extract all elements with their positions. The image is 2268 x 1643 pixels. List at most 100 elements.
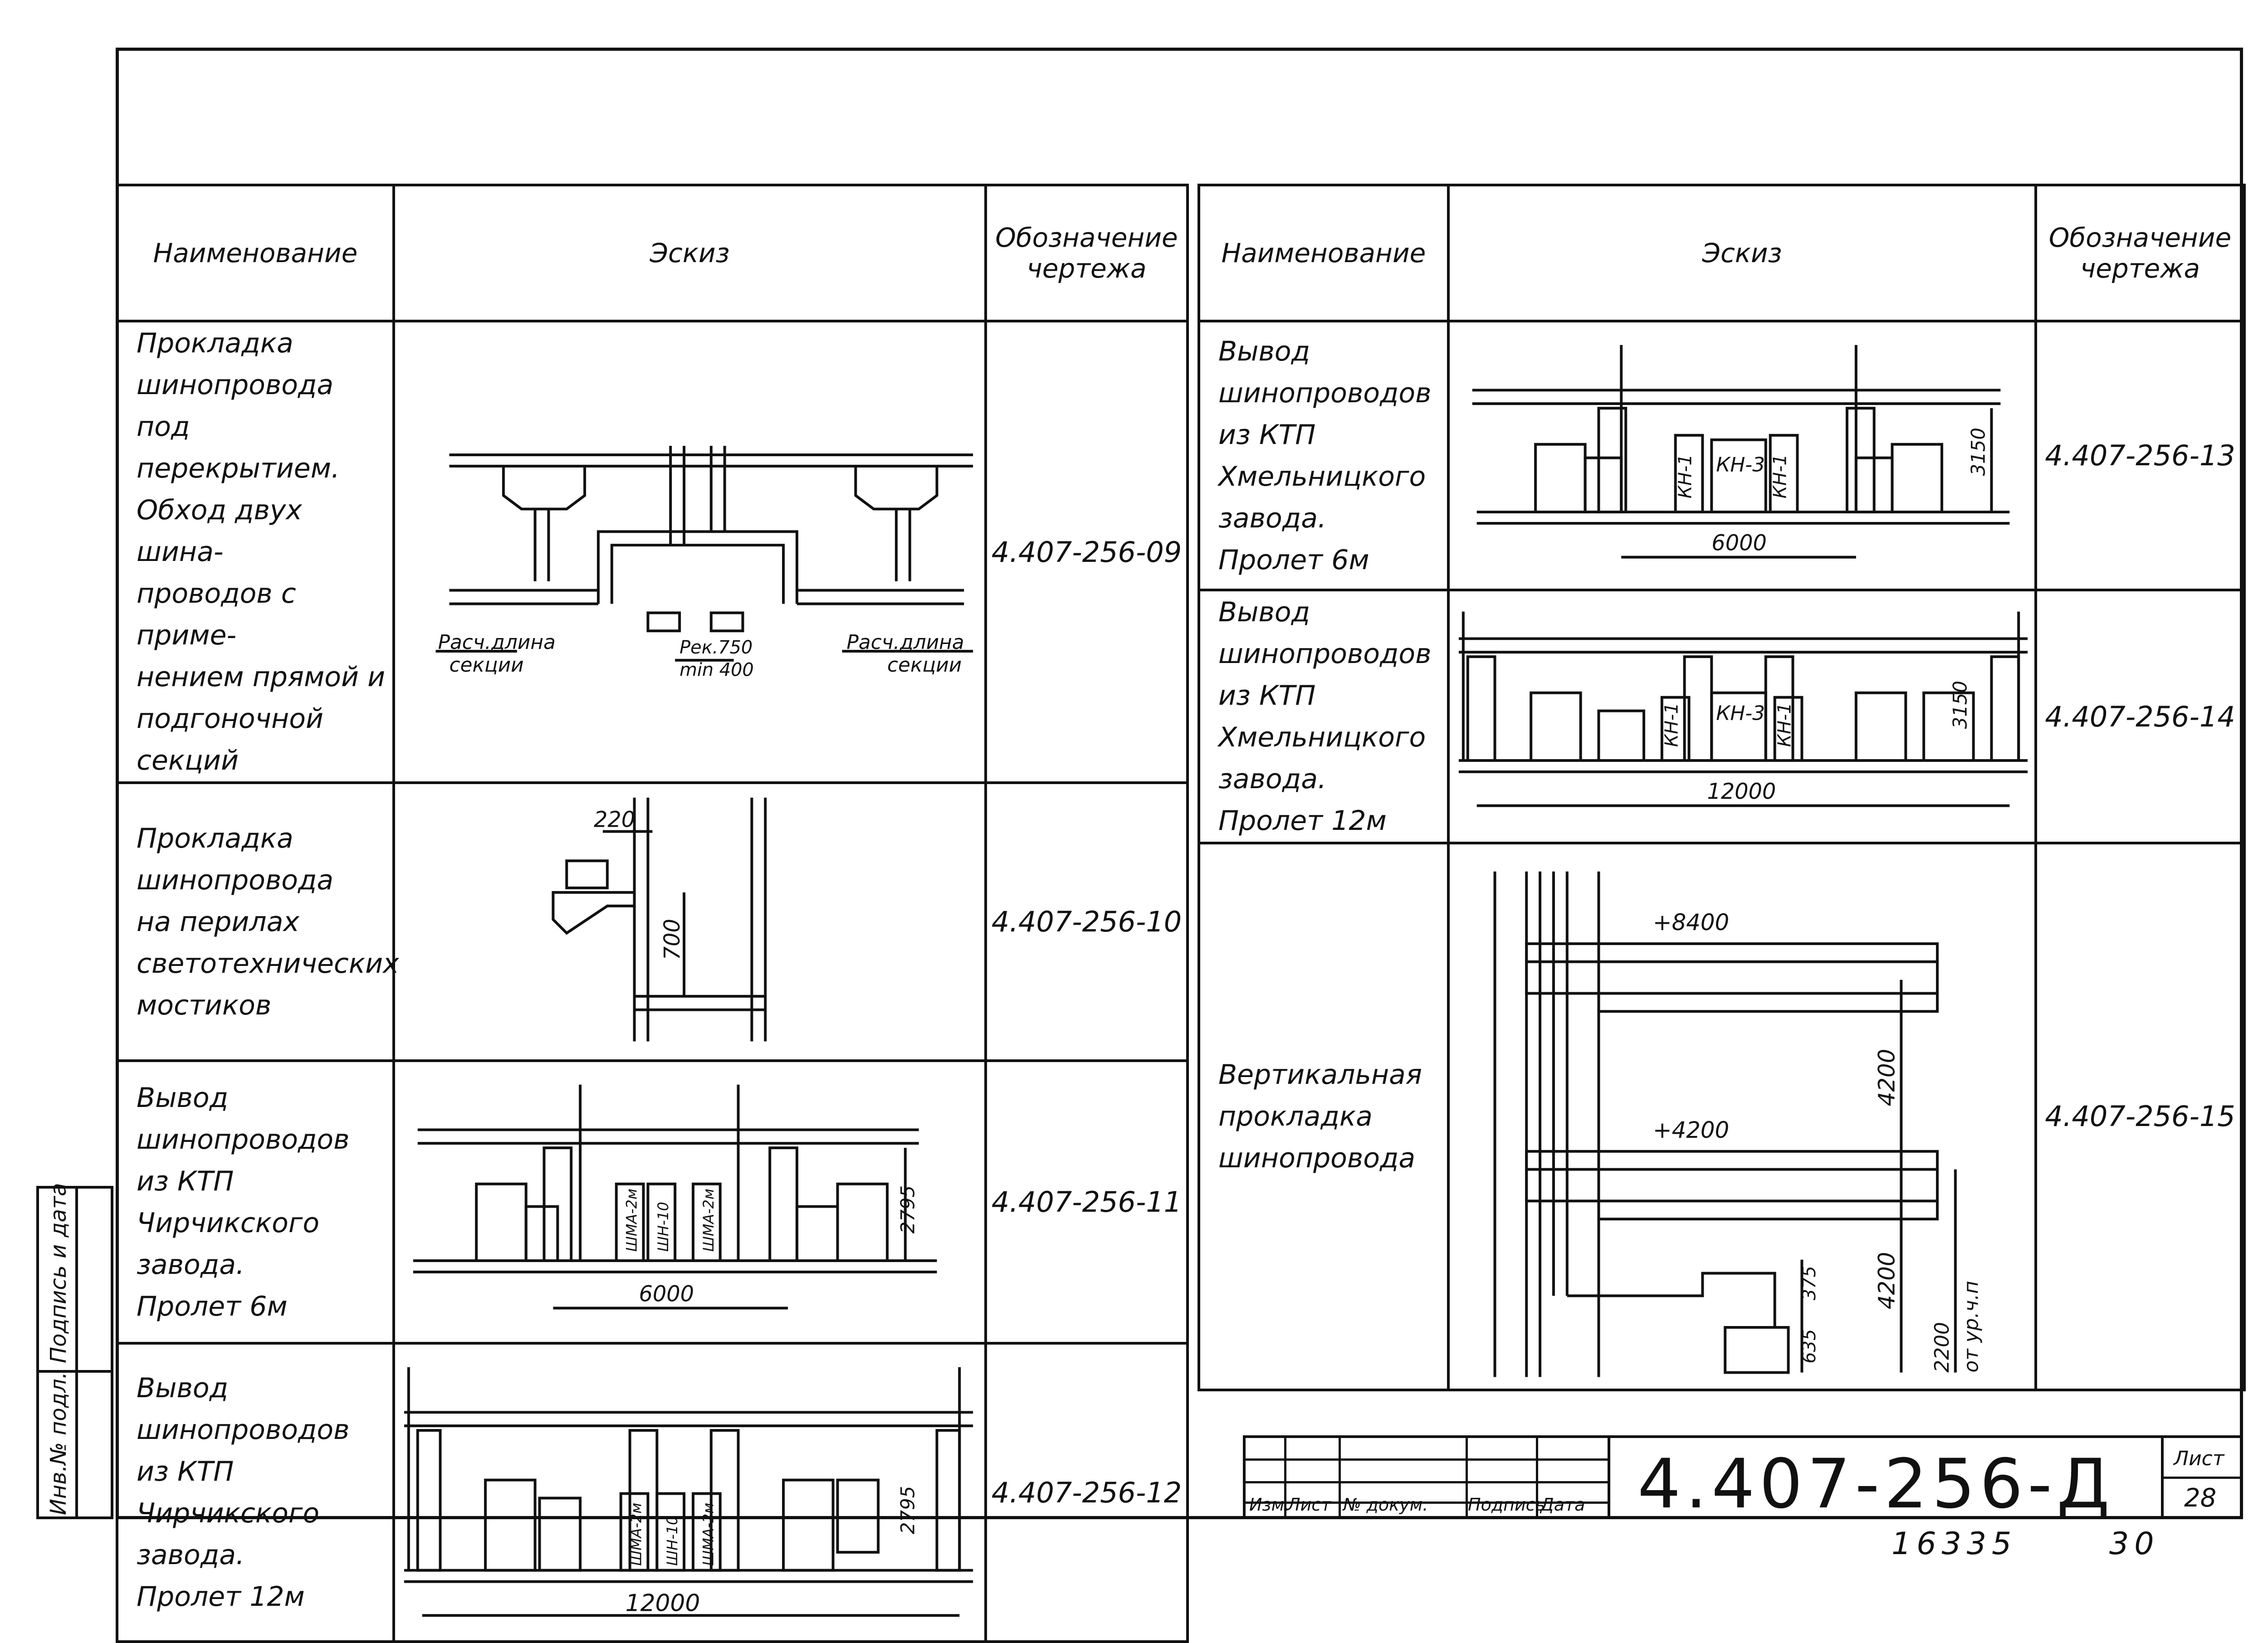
sketch-label: +4200 <box>1653 1117 1729 1143</box>
side-stamp-hline <box>39 1370 111 1373</box>
sketch-label: ШН-10 <box>664 1516 681 1566</box>
sketch-label: Рек.750 <box>679 637 753 658</box>
drawing-code: 4.407-256-11 <box>984 1059 1189 1345</box>
sketch-label: 6000 <box>1711 531 1767 556</box>
sheet-number: 28 <box>2184 1483 2217 1513</box>
drawing-code: 4.407-256-15 <box>2034 842 2246 1391</box>
sketch-label: ШМА-2м <box>627 1503 645 1566</box>
title-block: Изм. Лист № докум. Подпись Дата 4.407-25… <box>1243 1435 2243 1524</box>
sketch-label: секции <box>887 653 962 677</box>
sketch-bus-under-ceiling: Расч.длина секции Рек.750 min 400 Расч.д… <box>392 320 987 784</box>
sketch-label: 6000 <box>639 1282 694 1307</box>
header-name: Наименование <box>1198 184 1450 322</box>
sketch-label: 12000 <box>1707 780 1776 804</box>
sketch-label: 3150 <box>1967 428 1989 476</box>
sketch-ktp-chirchik-6m-drawing: 6000 2795 ШМА-2м ШН-10 ШМА-2м <box>413 1084 937 1310</box>
grid-line <box>1246 1481 1608 1483</box>
sketch-label: от ур.ч.п <box>1960 1281 1983 1373</box>
sketch-vertical-laying-drawing: +8400 +4200 4200 4200 375 635 2200 от ур… <box>1493 871 1983 1377</box>
sketch-label: 4200 <box>1873 1252 1900 1310</box>
sketch-label: КН-3 <box>1716 453 1765 476</box>
sketch-label: 4200 <box>1873 1049 1900 1107</box>
drawing-code: 4.407-256-14 <box>2034 589 2246 845</box>
sketch-label: 3150 <box>1949 681 1971 729</box>
sketch-label: Расч.длина <box>846 631 964 654</box>
grid-line <box>1284 1438 1286 1516</box>
sketch-ktp-khmelnitsky-6m: КН-1 КН-3 КН-1 3150 6000 <box>1447 319 2037 592</box>
sketch-ktp-khmelnitsky-12m-drawing: КН-1 КН-3 КН-1 3150 12000 <box>1458 611 2028 807</box>
sketch-ktp-chirchik-6m: 6000 2795 ШМА-2м ШН-10 ШМА-2м <box>392 1059 987 1345</box>
grid-line <box>1246 1502 1608 1504</box>
drawing-code: 4.407-256-09 <box>984 320 1189 784</box>
sketch-label: КН-3 <box>1716 702 1765 725</box>
document-code-box: 4.407-256-Д <box>1610 1435 2164 1524</box>
document-code: 4.407-256-Д <box>1637 1445 2115 1524</box>
header-sketch: Эскиз <box>1447 184 2037 322</box>
header-sketch: Эскиз <box>392 184 987 322</box>
sketch-vertical-laying: +8400 +4200 4200 4200 375 635 2200 от ур… <box>1447 842 2037 1391</box>
sketch-label: 2795 <box>897 1185 919 1233</box>
side-stamp: Инв.№ подл. Подпись и дата <box>36 1183 113 1519</box>
grid-line <box>1536 1438 1538 1516</box>
sketch-label: КН-1 <box>1675 454 1696 498</box>
sketch-ktp-chirchik-12m: 12000 2795 ШМА-2м ШН-10 ШМА-2м <box>392 1342 987 1643</box>
side-label-inventory: Инв.№ подл. <box>46 1372 71 1515</box>
caption-sheet: Лист <box>1287 1495 1331 1515</box>
archive-number: 16335 <box>1892 1526 2017 1562</box>
sketch-label: 2200 <box>1931 1322 1954 1372</box>
sketch-label: 375 <box>1799 1266 1820 1301</box>
revision-grid: Изм. Лист № докум. Подпись Дата <box>1243 1435 1610 1519</box>
drawing-code: 4.407-256-12 <box>984 1342 1189 1643</box>
page-number: 30 <box>2109 1526 2160 1562</box>
sketch-label: КН-1 <box>1774 703 1795 747</box>
sketch-ktp-chirchik-12m-drawing: 12000 2795 ШМА-2м ШН-10 ШМА-2м <box>404 1367 973 1617</box>
sheet-label: Лист <box>2174 1447 2224 1470</box>
sketch-label: 220 <box>594 808 635 833</box>
sketch-label: Расч.длина <box>438 631 556 654</box>
caption-date: Дата <box>1540 1495 1585 1515</box>
caption-signature: Подпись <box>1468 1495 1545 1515</box>
sheet-divider <box>2164 1477 2240 1479</box>
sketch-label: КН-1 <box>1662 703 1682 747</box>
sheet-box: Лист 28 <box>2164 1435 2243 1519</box>
sketch-label: +8400 <box>1653 909 1729 936</box>
sketch-label: 2795 <box>897 1486 919 1534</box>
sketch-ktp-khmelnitsky-6m-drawing: КН-1 КН-3 КН-1 3150 6000 <box>1472 345 2010 559</box>
sketch-label: секции <box>449 653 523 677</box>
sketch-label: ШМА-2м <box>623 1189 640 1252</box>
sketch-railing-mount: 220 700 <box>392 781 987 1063</box>
drawing-code: 4.407-256-10 <box>984 781 1189 1063</box>
side-label-signature-date: Подпись и дата <box>46 1183 71 1363</box>
sketch-label: 12000 <box>626 1590 700 1617</box>
sketch-ktp-khmelnitsky-12m: КН-1 КН-3 КН-1 3150 12000 <box>1447 589 2037 845</box>
sketch-label: 700 <box>660 919 685 960</box>
sketch-label: ШМА-2м <box>700 1189 717 1252</box>
side-stamp-divider <box>75 1189 78 1516</box>
sketch-label: 635 <box>1799 1329 1820 1364</box>
sketch-label: ШН-10 <box>655 1202 672 1252</box>
sketch-label: КН-1 <box>1770 454 1791 498</box>
sketch-bus-under-ceiling-drawing: Расч.длина секции Рек.750 min 400 Расч.д… <box>435 446 973 681</box>
sketch-railing-mount-drawing: 220 700 <box>552 797 767 1042</box>
grid-line <box>1339 1438 1341 1516</box>
header-name: Наименование <box>116 184 395 322</box>
sketch-label: min 400 <box>679 660 754 681</box>
